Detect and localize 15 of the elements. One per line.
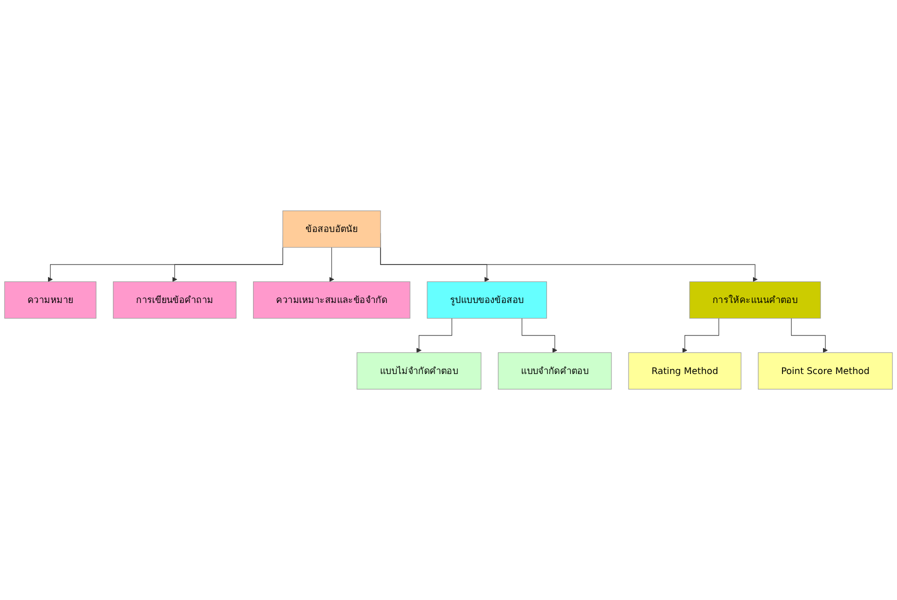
node-box: Point Score Method [758,352,893,390]
arrow [416,318,452,353]
node-box: รูปแบบของข้อสอบ [426,281,547,319]
arrow [791,318,828,353]
arrow [682,318,720,353]
node-box: แบบจำกัดคำตอบ [498,352,612,390]
node-box: ความเหมาะสมและข้อจำกัด [253,281,410,319]
arrow [522,318,558,353]
node-box: แบบไม่จำกัดคำตอบ [356,352,482,390]
node-box: ความหมาย [4,281,96,319]
node-box: การให้คะแนนคำตอบ [689,281,821,319]
node-box: Rating Method [628,352,742,390]
node-box: ข้อสอบอัตนัย [282,210,381,248]
arrow [329,247,334,282]
node-box: การเขียนข้อคำถาม [112,281,236,319]
